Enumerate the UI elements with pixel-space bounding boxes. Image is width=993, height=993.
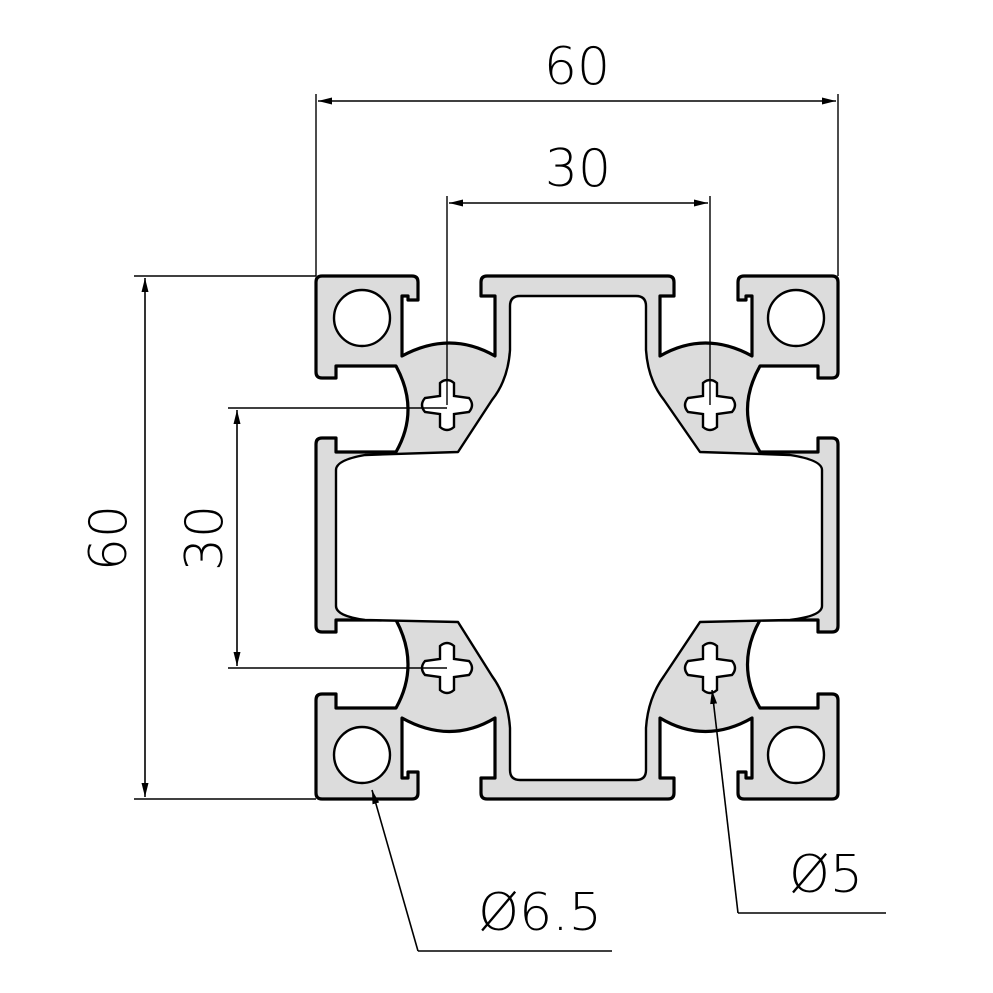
label-overall-height: 60 <box>79 505 139 571</box>
label-corner-hole-diameter: Ø6.5 <box>478 883 602 943</box>
label-inner-width: 30 <box>545 139 611 199</box>
dimension-overall-height: 60 <box>79 275 316 800</box>
aluminium-profile <box>314 274 840 801</box>
corner-hole-bottom-left <box>332 725 392 785</box>
corner-hole-top-left <box>332 288 392 348</box>
dimension-inner-width: 30 <box>446 139 711 405</box>
label-overall-width: 60 <box>544 37 610 97</box>
label-inner-height: 30 <box>175 505 235 571</box>
dimension-overall-width: 60 <box>315 37 839 276</box>
label-center-hole-diameter: Ø5 <box>789 845 863 905</box>
leader-corner-hole: Ø6.5 <box>371 789 612 952</box>
dimension-inner-height: 30 <box>175 407 447 669</box>
leader-center-hole: Ø5 <box>710 689 886 914</box>
corner-hole-top-right <box>766 288 826 348</box>
corner-hole-bottom-right <box>766 725 826 785</box>
central-cavity <box>334 294 824 782</box>
